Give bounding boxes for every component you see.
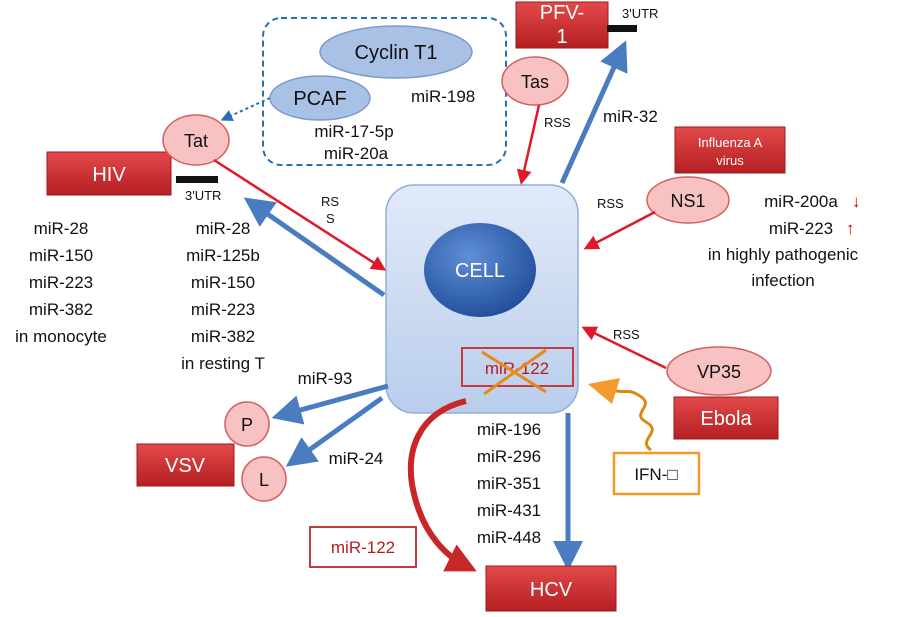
p-oval bbox=[224, 401, 270, 447]
influenza-mirna-item: infection bbox=[751, 271, 814, 290]
mir122-cross-2 bbox=[483, 348, 547, 396]
tas-cell-rss-arrow bbox=[516, 104, 541, 185]
ebola-label: Ebola bbox=[700, 408, 752, 430]
mir122-out-box bbox=[309, 526, 417, 568]
pfv-utr-bar bbox=[607, 25, 637, 32]
cell-p-blue-arrow bbox=[271, 383, 389, 425]
hiv-box bbox=[46, 151, 172, 196]
p-label: P bbox=[241, 415, 253, 435]
ns1-cell-rss-arrow bbox=[583, 210, 656, 250]
hcv-label: HCV bbox=[530, 579, 573, 601]
ns1-rss-label: RSS bbox=[597, 196, 624, 211]
resting-mirna-item: miR-223 bbox=[191, 300, 255, 319]
hcv-mirna-item: miR-196 bbox=[477, 420, 541, 439]
monocyte-mirna-item: miR-382 bbox=[29, 300, 93, 319]
resting-mirna-item: miR-125b bbox=[186, 246, 260, 265]
ns1-label: NS1 bbox=[670, 191, 705, 211]
influenza-mirna-item: miR-223 bbox=[769, 219, 833, 238]
ebola-box bbox=[673, 396, 779, 440]
ns1-oval bbox=[646, 176, 730, 224]
cyclin-label: Cyclin T1 bbox=[355, 42, 438, 64]
pfv-utr-label: 3'UTR bbox=[622, 6, 658, 21]
influenza-box bbox=[674, 126, 786, 174]
down-arrow-icon: ↓ bbox=[852, 192, 861, 211]
hiv-rss-label-2: S bbox=[326, 211, 335, 226]
resting-mirna-item: miR-28 bbox=[196, 219, 251, 238]
hcv-mirna-list: miR-196 miR-296 miR-351 miR-431 miR-448 bbox=[477, 420, 541, 547]
influenza-mirna-list: miR-200a miR-223 in highly pathogenic in… bbox=[708, 192, 861, 290]
hcv-mirna-item: miR-431 bbox=[477, 501, 541, 520]
mir20a-label: miR-20a bbox=[324, 144, 389, 163]
tas-label: Tas bbox=[521, 72, 549, 92]
resting-mirna-item: miR-382 bbox=[191, 327, 255, 346]
mir17-label: miR-17-5p bbox=[314, 122, 393, 141]
mir93-label: miR-93 bbox=[298, 369, 353, 388]
vsv-label: VSV bbox=[165, 455, 206, 477]
l-oval bbox=[241, 456, 287, 502]
cell-hiv-blue-arrow bbox=[243, 197, 386, 298]
tat-cell-rss-arrow bbox=[213, 158, 387, 271]
monocyte-mirna-item: miR-223 bbox=[29, 273, 93, 292]
l-label: L bbox=[259, 470, 269, 490]
monocyte-mirna-list: miR-28 miR-150 miR-223 miR-382 in monocy… bbox=[15, 219, 107, 346]
cell-nucleus bbox=[424, 223, 536, 317]
mir32-label: miR-32 bbox=[603, 107, 658, 126]
monocyte-mirna-item: miR-28 bbox=[34, 219, 89, 238]
monocyte-mirna-item: in monocyte bbox=[15, 327, 107, 346]
influenza-mirna-item: in highly pathogenic bbox=[708, 245, 859, 264]
pfv-label-1: PFV- bbox=[540, 2, 584, 24]
tat-oval bbox=[162, 114, 230, 166]
mir122-cell-box bbox=[461, 347, 574, 387]
resting-mirna-item: miR-150 bbox=[191, 273, 255, 292]
vp35-cell-rss-arrow bbox=[581, 326, 667, 370]
resting-mirna-list: miR-28 miR-125b miR-150 miR-223 miR-382 … bbox=[181, 219, 265, 373]
hcv-mirna-item: miR-448 bbox=[477, 528, 541, 547]
up-arrow-icon: ↑ bbox=[846, 219, 855, 238]
pcaf-label: PCAF bbox=[293, 88, 346, 110]
pfv-box bbox=[515, 1, 609, 49]
ifn-arrow-head bbox=[588, 378, 620, 404]
hcv-box bbox=[485, 565, 617, 612]
cyclin-oval bbox=[319, 25, 473, 79]
monocyte-mirna-item: miR-150 bbox=[29, 246, 93, 265]
mir122-out-label: miR-122 bbox=[331, 538, 395, 557]
vp35-rss-label: RSS bbox=[613, 327, 640, 342]
tas-rss-label: RSS bbox=[544, 115, 571, 130]
mir122-curved-arrow bbox=[408, 398, 477, 572]
hiv-label: HIV bbox=[92, 164, 126, 186]
vp35-oval bbox=[666, 346, 772, 396]
ifn-box bbox=[612, 451, 701, 496]
vp35-label: VP35 bbox=[697, 362, 741, 382]
tat-label: Tat bbox=[184, 131, 208, 151]
tas-oval bbox=[501, 56, 569, 106]
ifn-label: IFN-□ bbox=[634, 465, 677, 484]
resting-mirna-item: in resting T bbox=[181, 354, 265, 373]
pcaf-tat-dashed-arrow bbox=[220, 97, 271, 121]
vsv-box bbox=[136, 443, 235, 487]
influenza-label-1: Influenza A bbox=[698, 135, 763, 150]
cell-label: CELL bbox=[455, 260, 505, 282]
pfv-label-2: 1 bbox=[556, 26, 567, 48]
influenza-mirna-item: miR-200a bbox=[764, 192, 838, 211]
ifn-squiggle-arrow bbox=[609, 388, 654, 452]
mir198-label: miR-198 bbox=[411, 87, 475, 106]
hiv-utr-bar bbox=[176, 176, 218, 183]
hiv-utr-label: 3'UTR bbox=[185, 188, 221, 203]
mir24-label: miR-24 bbox=[329, 449, 384, 468]
cell-pfv-blue-arrow bbox=[559, 40, 628, 185]
cell-l-blue-arrow bbox=[285, 395, 384, 467]
hiv-rss-label-1: RS bbox=[321, 194, 339, 209]
influenza-label-2: virus bbox=[716, 153, 744, 168]
hcv-mirna-item: miR-351 bbox=[477, 474, 541, 493]
hcv-mirna-item: miR-296 bbox=[477, 447, 541, 466]
